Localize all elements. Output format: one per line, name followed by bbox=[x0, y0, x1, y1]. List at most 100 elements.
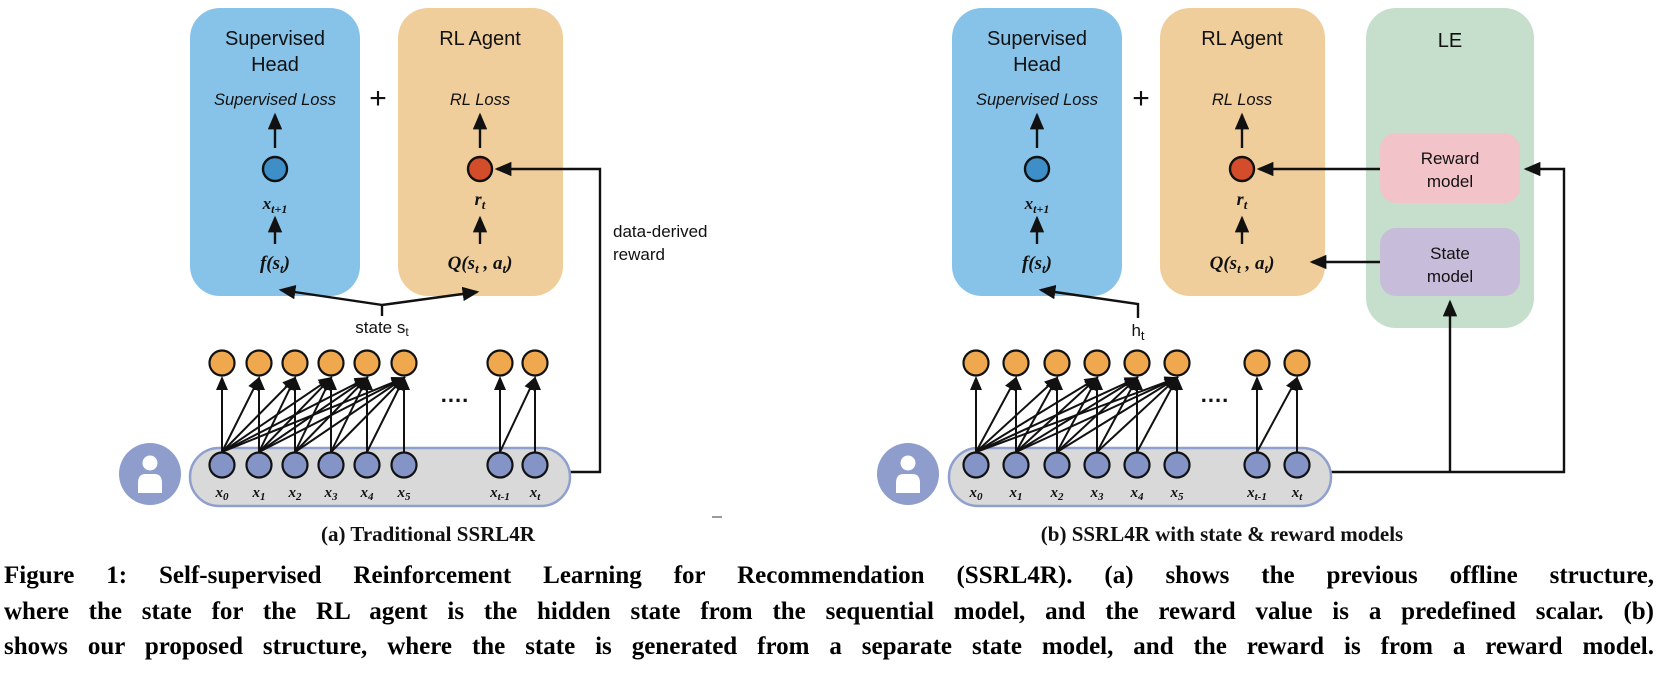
rl-agent-box bbox=[398, 8, 563, 296]
sequence-item-label: x0 bbox=[215, 485, 230, 503]
rl-agent-title: RL Agent bbox=[439, 28, 521, 50]
item-node bbox=[486, 349, 514, 377]
attention-edges bbox=[970, 376, 1303, 453]
figure-caption-line1: Figure 1: Self-supervised Reinforcement … bbox=[4, 562, 1654, 589]
sequence-item-label: x3 bbox=[324, 485, 339, 503]
attention-edge bbox=[975, 376, 1059, 453]
attention-edge bbox=[221, 376, 260, 453]
arrow-hidden-to-supervised bbox=[1038, 284, 1140, 318]
attention-edge bbox=[366, 376, 405, 453]
supervised-head-title-line1: Supervised bbox=[225, 28, 325, 50]
supervised-loss-label: Supervised Loss bbox=[214, 91, 336, 109]
sequence-item-label: x1 bbox=[252, 485, 266, 503]
input-node bbox=[521, 451, 549, 479]
reward-note-line2: reward bbox=[613, 245, 665, 264]
prediction-node bbox=[261, 155, 289, 183]
input-node bbox=[281, 451, 309, 479]
panel-a-caption: (a) Traditional SSRL4R bbox=[321, 522, 536, 546]
sequence-item-label: x5 bbox=[1170, 485, 1185, 503]
sequence-item-label: xt-1 bbox=[489, 485, 510, 503]
panel-b-caption: (b) SSRL4R with state & reward models bbox=[1041, 522, 1403, 546]
prediction-node bbox=[1023, 155, 1051, 183]
input-node bbox=[1043, 451, 1071, 479]
reward-model-box bbox=[1380, 133, 1520, 203]
attention-edges bbox=[216, 376, 541, 453]
attention-edge bbox=[975, 376, 1017, 453]
sequence-item-label: x4 bbox=[360, 485, 375, 503]
fn-label: f(st) bbox=[260, 253, 290, 276]
sequence-item-label: x3 bbox=[1090, 485, 1105, 503]
figure-caption-line3: shows our proposed structure, where the … bbox=[4, 633, 1654, 660]
attention-edge bbox=[975, 376, 1099, 453]
state-model-label-line1: State bbox=[1430, 244, 1470, 263]
fn-label: f(st) bbox=[1022, 253, 1052, 276]
diagram-canvas: Supervised Head Supervised Loss + RL Age… bbox=[119, 8, 1566, 546]
attention-edge bbox=[1096, 376, 1179, 453]
supervised-head-box bbox=[952, 8, 1122, 296]
state-model-label-line2: model bbox=[1427, 267, 1473, 286]
sequence-container bbox=[188, 446, 572, 508]
input-node bbox=[317, 451, 345, 479]
sequence-item-label: x2 bbox=[288, 485, 303, 503]
attention-edge bbox=[1136, 376, 1178, 453]
attention-edge bbox=[1256, 376, 1298, 453]
ellipsis: .... bbox=[1201, 382, 1229, 407]
sequence-item-label: xt bbox=[1291, 485, 1304, 503]
item-node bbox=[1083, 349, 1111, 377]
item-node bbox=[281, 349, 309, 377]
plus-sign: + bbox=[1132, 82, 1150, 115]
input-node bbox=[390, 451, 418, 479]
input-node bbox=[1283, 451, 1311, 479]
figure-caption: Figure 1: Self-supervised Reinforcement … bbox=[4, 558, 1654, 665]
input-node bbox=[1002, 451, 1030, 479]
arrow-state-to-supervised bbox=[278, 284, 383, 307]
sequence-item-label: x4 bbox=[1130, 485, 1145, 503]
item-node bbox=[353, 349, 381, 377]
sequence-to-rewardmodel-line bbox=[1331, 161, 1566, 474]
input-node bbox=[1243, 451, 1271, 479]
input-node bbox=[208, 451, 236, 479]
attention-edge bbox=[221, 377, 369, 453]
item-node bbox=[1283, 349, 1311, 377]
item-node bbox=[1163, 349, 1191, 377]
attention-edge bbox=[258, 377, 406, 453]
arrow-state-to-rl bbox=[381, 286, 480, 307]
sequence-item-label: x1 bbox=[1009, 485, 1023, 503]
input-node bbox=[245, 451, 273, 479]
attention-edge bbox=[294, 376, 406, 453]
hidden-state-label: ht bbox=[1131, 321, 1144, 343]
input-node bbox=[1163, 451, 1191, 479]
sequence-nodes bbox=[208, 349, 549, 479]
attention-edge bbox=[221, 376, 406, 453]
supervised-head-title-line1: Supervised bbox=[987, 28, 1087, 50]
data-derived-reward-line bbox=[494, 161, 602, 474]
reward-node bbox=[1228, 155, 1256, 183]
item-node bbox=[317, 349, 345, 377]
panel-b: Supervised Head Supervised Loss + RL Age… bbox=[877, 8, 1566, 546]
input-node bbox=[1083, 451, 1111, 479]
le-title: LE bbox=[1438, 30, 1462, 52]
input-node bbox=[353, 451, 381, 479]
attention-edge bbox=[975, 377, 1139, 453]
user-icon bbox=[877, 443, 939, 505]
supervised-head-title-line2: Head bbox=[1013, 54, 1061, 76]
supervised-head-title-line2: Head bbox=[251, 54, 299, 76]
reward-label: rt bbox=[475, 189, 486, 212]
plus-sign: + bbox=[369, 82, 387, 115]
item-node bbox=[1043, 349, 1071, 377]
input-node bbox=[962, 451, 990, 479]
item-node bbox=[1002, 349, 1030, 377]
attention-edge bbox=[221, 376, 297, 453]
q-label: Q(st , at) bbox=[448, 253, 513, 276]
panel-a: Supervised Head Supervised Loss + RL Age… bbox=[119, 8, 722, 546]
item-node bbox=[1123, 349, 1151, 377]
item-node bbox=[1243, 349, 1271, 377]
reward-label: rt bbox=[1237, 189, 1248, 212]
sequence-item-label: x5 bbox=[397, 485, 412, 503]
reward-note-line1: data-derived bbox=[613, 222, 708, 241]
figure-caption-line2: where the state for the RL agent is the … bbox=[4, 597, 1654, 625]
item-node bbox=[390, 349, 418, 377]
attention-edge bbox=[1015, 377, 1179, 453]
rl-agent-title: RL Agent bbox=[1201, 28, 1283, 50]
